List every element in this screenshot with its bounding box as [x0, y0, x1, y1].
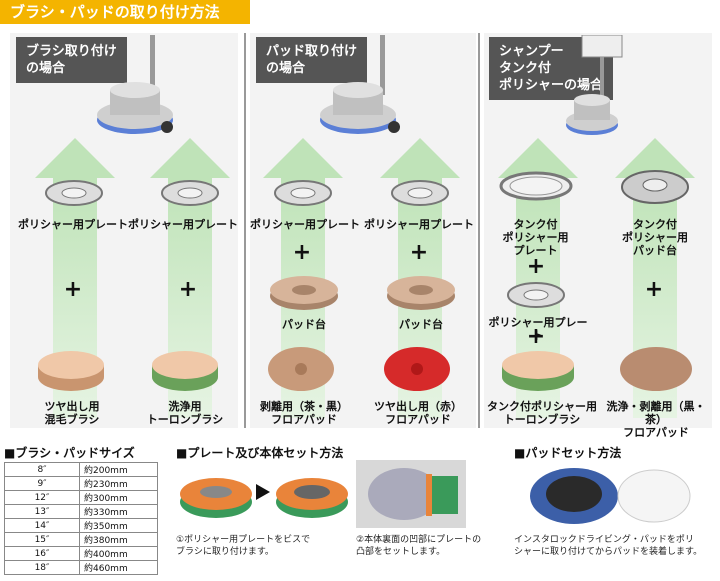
table-row: 12″約300mm: [4, 490, 158, 505]
tank-polisher-illustration: [566, 35, 623, 135]
plus-sign: +: [526, 324, 546, 349]
pad-section-title: ■パッドセット方法: [514, 446, 622, 460]
plus-sign: +: [63, 277, 83, 302]
label-pad: 剥離用（茶・黒） フロアパッド: [260, 400, 348, 426]
size-table: 8″約200mm 9″約230mm 12″約300mm 13″約330mm 14…: [4, 462, 158, 575]
panel-brush-heading: ブラシ取り付け の場合: [16, 37, 127, 83]
polisher-plate-icon: [391, 180, 449, 206]
label-plate: ポリシャー用プレート: [488, 316, 588, 342]
arrow-right-icon: [256, 484, 270, 500]
pad-holder-icon: [270, 276, 338, 310]
red-floor-pad-icon: [384, 347, 450, 391]
plate-section-title: ■プレート及び本体セット方法: [176, 446, 344, 460]
table-row: 14″約350mm: [4, 518, 158, 533]
table-row: 15″約380mm: [4, 532, 158, 547]
brown-floor-pad-icon: [268, 347, 334, 391]
label-pad-holder: パッド台: [282, 318, 326, 331]
label-plate: ポリシャー用プレート: [250, 218, 360, 231]
label-plate: タンク付 ポリシャー用 プレート: [502, 218, 569, 257]
label-pad-holder: パッド台: [399, 318, 443, 331]
plate-caption-2: ②本体裏面の凹部にプレートの 凸部をセットします。: [356, 535, 482, 557]
brush-plate-photo: [276, 478, 348, 518]
tank-plate-icon: [499, 171, 573, 201]
tank-tolon-brush-icon: [502, 351, 574, 391]
plus-sign: +: [526, 254, 546, 279]
label-plate: タンク付 ポリシャー用 パッド台: [622, 218, 688, 257]
table-row: 8″約200mm: [4, 462, 158, 477]
label-brush: 洗浄用 トーロンブラシ: [146, 400, 224, 426]
mixed-bristle-brush-icon: [38, 351, 104, 391]
label-plate: ポリシャー用プレート: [18, 218, 128, 231]
tank-pad-holder-icon: [621, 170, 689, 204]
plate-caption-1: ①ポリシャー用プレートをビスで ブラシに取り付けます。: [176, 535, 311, 557]
pad-holder-icon: [387, 276, 455, 310]
label-plate: ポリシャー用プレート: [364, 218, 474, 231]
machine-underside-photo: [356, 460, 466, 528]
plus-sign: +: [178, 277, 198, 302]
black-brown-floor-pad-icon: [620, 347, 692, 391]
pad-caption: インスタロックドライビング・パッドをポリ シャーに取り付けてからパッドを装着しま…: [514, 535, 703, 557]
polisher-illustration: [97, 35, 173, 134]
divider: [478, 33, 480, 428]
table-row: 13″約330mm: [4, 504, 158, 519]
polisher-illustration: [320, 35, 400, 134]
label-brush: タンク付ポリシャー用 トーロンブラシ: [487, 400, 597, 426]
table-row: 16″約400mm: [4, 546, 158, 561]
label-brush: ツヤ出し用 混毛ブラシ: [44, 400, 100, 426]
tolon-brush-icon: [152, 351, 218, 391]
label-plate: ポリシャー用プレート: [128, 218, 238, 231]
panel-pad-heading: パッド取り付け の場合: [256, 37, 368, 83]
polisher-plate-icon: [45, 180, 103, 206]
polisher-plate-icon: [161, 180, 219, 206]
table-row: 9″約230mm: [4, 476, 158, 491]
page-title: ブラシ・パッドの取り付け方法: [0, 0, 250, 24]
label-pad: ツヤ出し用（赤） フロアパッド: [374, 400, 462, 426]
plus-sign: +: [292, 240, 312, 265]
panel-tank-heading: シャンプー タンク付 ポリシャーの場合: [489, 37, 614, 100]
label-pad: 洗浄・剥離用（黒・茶） フロアパッド: [606, 400, 706, 439]
polisher-plate-icon: [274, 180, 332, 206]
brush-plate-photo: [180, 478, 252, 518]
polisher-plate-icon: [507, 282, 565, 308]
divider: [244, 33, 246, 428]
size-section-title: ■ブラシ・パッドサイズ: [4, 446, 135, 460]
pad-set-photo: [530, 468, 691, 524]
plus-sign: +: [644, 277, 664, 302]
plus-sign: +: [409, 240, 429, 265]
table-row: 18″約460mm: [4, 560, 158, 575]
